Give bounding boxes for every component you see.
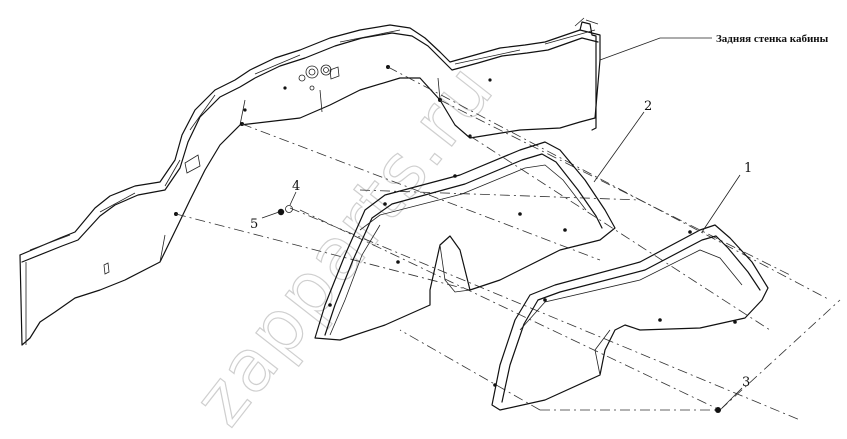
mudguard-part-1 xyxy=(491,224,769,411)
callout-4: 4 xyxy=(292,179,300,194)
mudguard-part-2 xyxy=(314,141,616,341)
leader-lines xyxy=(261,37,743,409)
callout-5: 5 xyxy=(250,217,258,232)
fastener-parts xyxy=(277,205,721,413)
nut-5 xyxy=(277,208,285,216)
washer-4 xyxy=(285,205,293,213)
callout-2: 2 xyxy=(644,99,652,114)
alignment-lines xyxy=(175,66,841,421)
rear-wall-caption: Задняя стенка кабины xyxy=(716,33,829,45)
bolt-3 xyxy=(715,407,721,413)
watermark: zapparts.ru xyxy=(177,48,510,439)
callout-3: 3 xyxy=(742,375,750,390)
callout-1: 1 xyxy=(744,161,752,176)
